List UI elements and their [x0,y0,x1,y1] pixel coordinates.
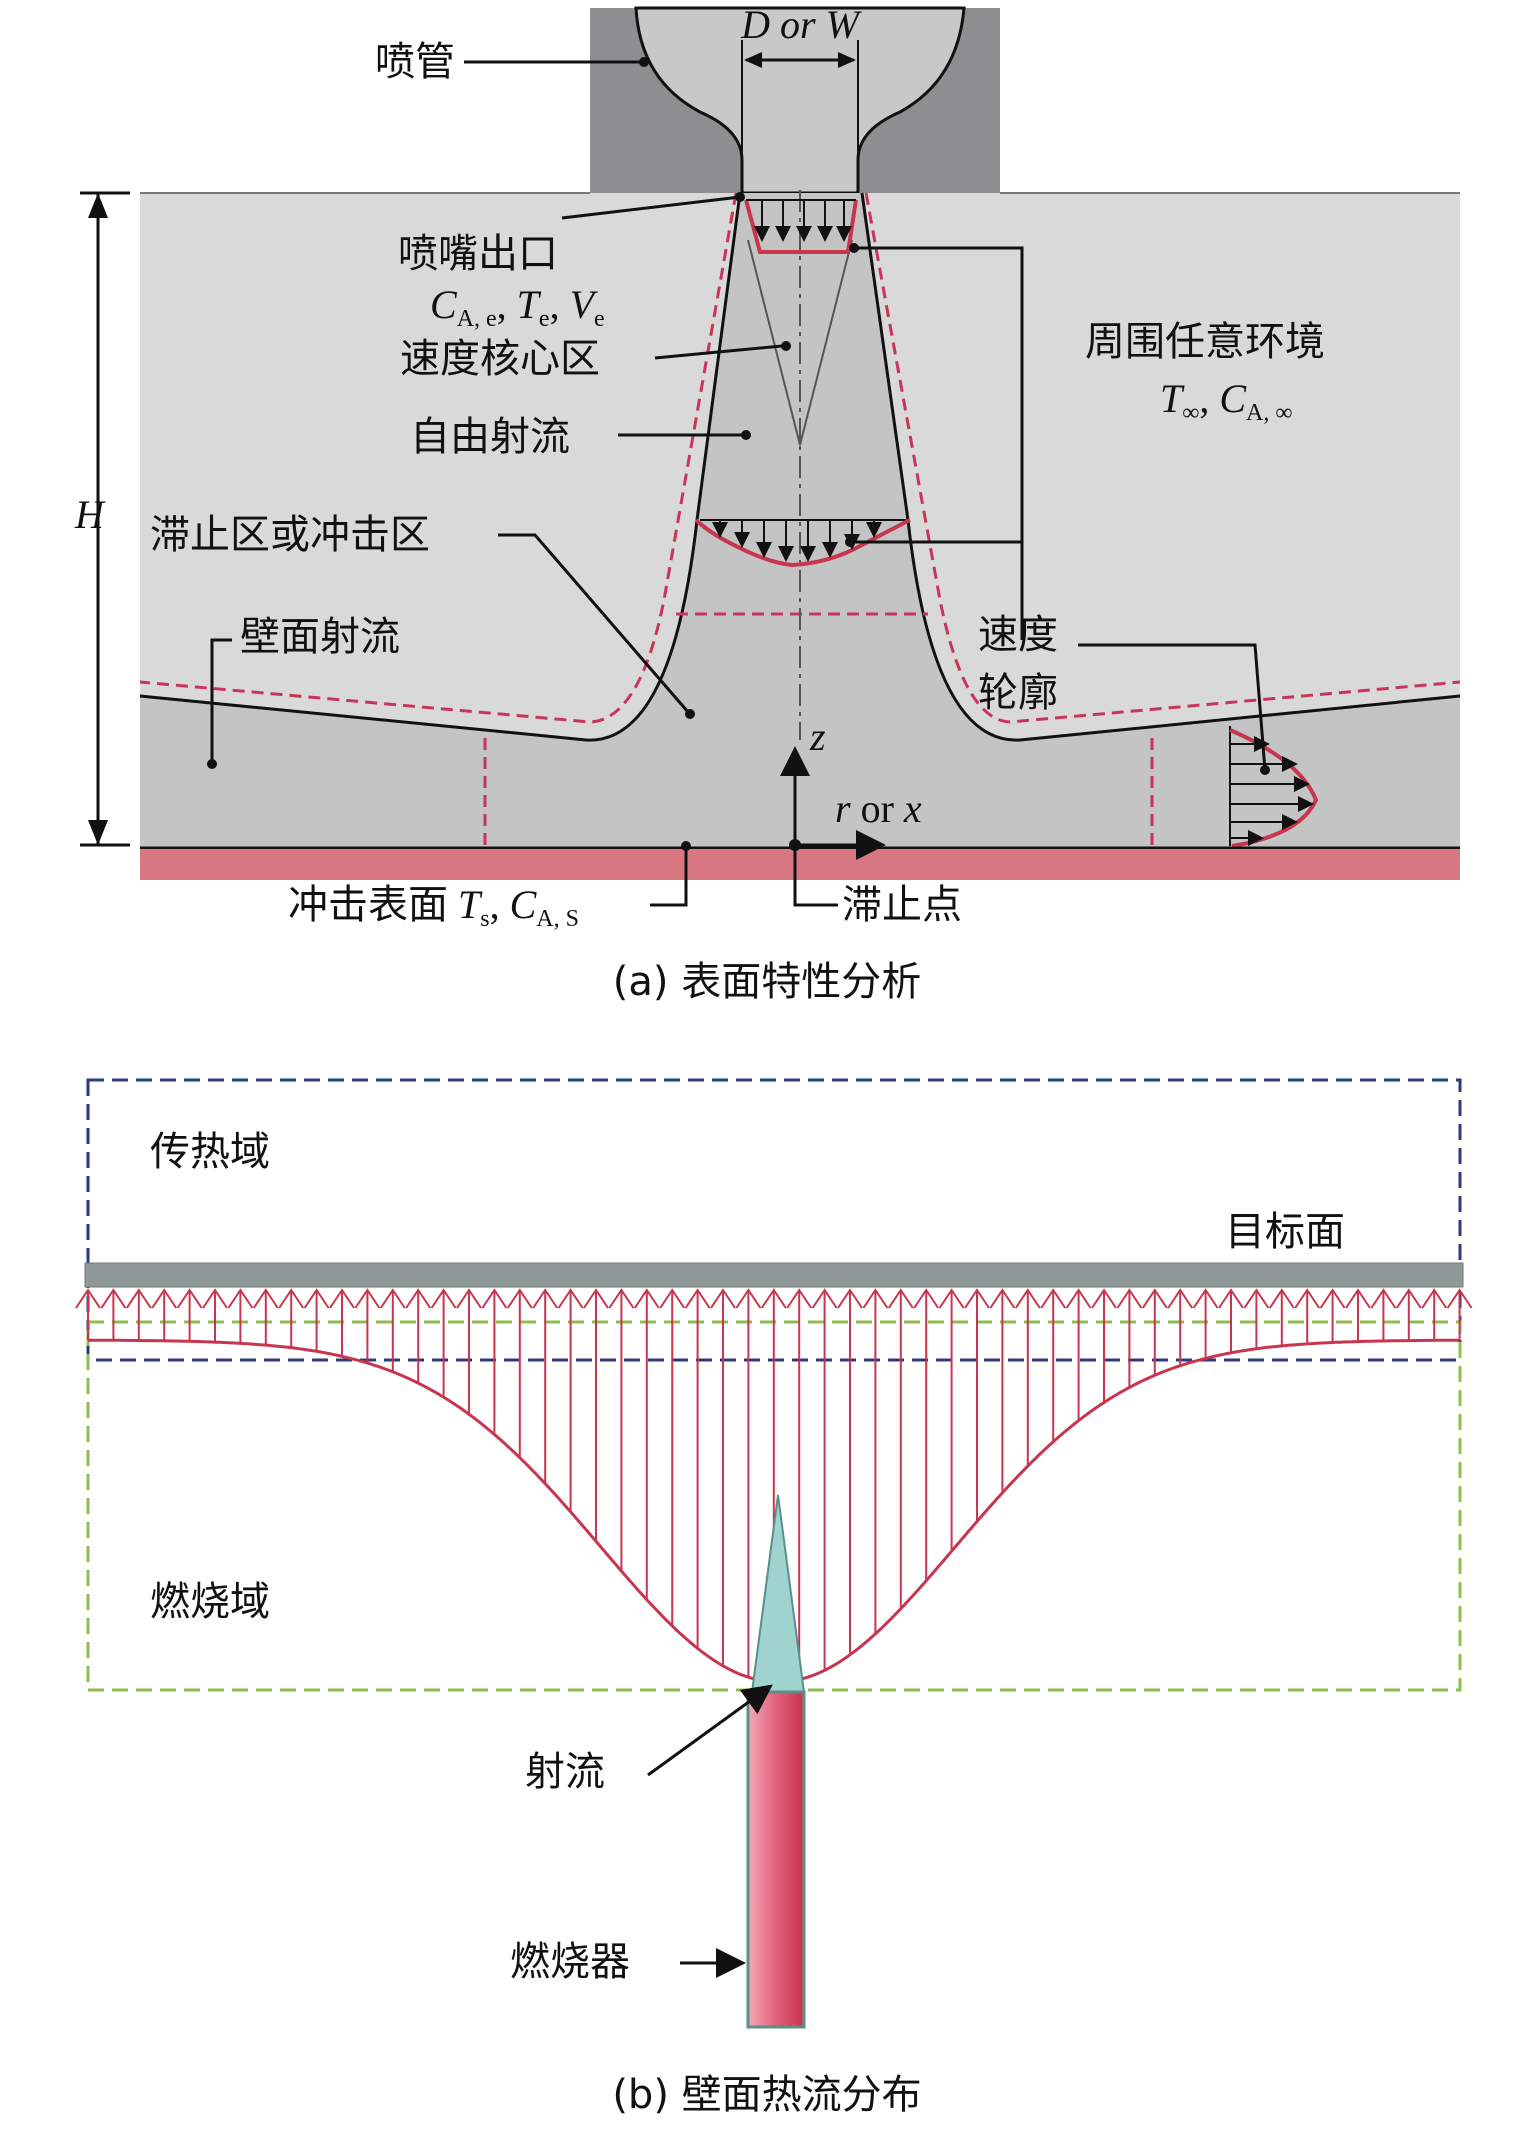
heat-flux-arrowhead [684,1288,711,1309]
heat-flux-arrowhead [760,1288,787,1309]
exit-velocity-profile [744,199,858,254]
heat-flux-arrowhead [252,1288,279,1309]
heat-flux-arrowhead [583,1288,609,1309]
jet-flame [750,1494,806,1693]
heat-flux-arrowhead [1268,1288,1295,1309]
heat-flux-arrowhead [329,1288,355,1309]
exit-velocity-arrows [754,200,852,242]
heat-flux-arrowhead [151,1288,178,1309]
heat-flux-arrowhead [913,1288,940,1309]
heat-flux-arrowhead [1091,1288,1117,1309]
heat-flux-arrowhead [354,1288,381,1309]
heat-flux-arrowhead [633,1288,660,1309]
heat-flux-arrowhead [1345,1288,1371,1309]
wall-jet-label: 壁面射流 [240,614,400,660]
combustion-domain-label: 燃烧域 [150,1579,270,1625]
heat-flux-arrowhead [735,1288,762,1309]
heat-flux-arrowhead [379,1288,406,1309]
caption-a: (a) 表面特性分析 [613,959,921,1005]
heat-transfer-domain-label: 传热域 [150,1129,270,1175]
free-jet-label: 自由射流 [410,414,570,460]
heat-flux-arrowhead [710,1288,736,1309]
heat-flux-arrowhead [1446,1288,1473,1309]
jet-label: 射流 [525,1749,605,1795]
jet-dashed-boundary-left [139,192,738,724]
target-surface [84,1262,1464,1288]
heat-flux-arrowhead [278,1288,305,1309]
heat-flux-arrowhead [1319,1288,1346,1309]
heat-flux-arrowhead [1294,1288,1321,1309]
heat-flux-arrowhead [1116,1288,1143,1309]
heat-flux-arrowhead [862,1288,889,1309]
heat-flux-arrowhead [1243,1288,1270,1309]
ambient-conditions-label: T∞, CA, ∞ [1160,376,1293,426]
caption-b: (b) 壁面热流分布 [612,2072,921,2118]
heat-flux-arrowhead [608,1288,635,1309]
heat-flux-arrowhead [1370,1288,1397,1309]
jet-dashed-boundary-right [864,192,1461,724]
velocity-profile-label-line1: 速度 [978,612,1058,658]
stagnation-zone-label: 滞止区或冲击区 [150,512,430,558]
heat-flux-arrowhead [837,1288,863,1309]
heat-flux-arrowhead [1014,1288,1041,1309]
heat-flux-arrowhead [1395,1288,1422,1309]
heat-flux-arrowhead [989,1288,1016,1309]
heat-flux-arrowhead [430,1288,457,1309]
wall-velocity-arrows [1230,736,1314,846]
heat-flux-arrowhead [1065,1288,1092,1309]
exit-conditions-label: CA, e, Te, Ve [430,282,605,332]
heat-flux-arrowhead [938,1288,965,1309]
heat-flux-arrowhead [456,1288,482,1309]
heat-flux-arrowhead [202,1288,228,1309]
heat-flux-arrowhead [659,1288,686,1309]
potential-core-label: 速度核心区 [400,336,600,382]
heat-flux-arrowhead [811,1288,838,1309]
heat-flux-arrowhead [786,1288,813,1309]
heat-flux-arrowhead [887,1288,914,1309]
r-axis-label: r or x [835,786,922,831]
nozzle-width-label: D or W [740,2,862,47]
burner-label: 燃烧器 [510,1939,630,1985]
heat-flux-arrowhead [405,1288,432,1309]
nozzle-label: 喷管 [375,39,455,85]
heat-flux-arrowhead [1141,1288,1168,1309]
heat-flux-arrowhead [964,1288,990,1309]
heat-flux-arrowhead [481,1288,508,1309]
jet-outline [139,192,742,742]
heat-flux-arrowhead [532,1288,559,1309]
heat-flux-arrowhead [557,1288,584,1309]
heat-flux-arrowhead [176,1288,203,1309]
impingement-surface [140,849,1460,880]
heat-flux-arrowhead [506,1288,533,1309]
velocity-profile-label-line2: 轮廓 [978,670,1058,716]
heat-flux-arrowhead [125,1288,152,1309]
heat-flux-arrowhead [1421,1288,1448,1309]
nozzle-exit-label: 喷嘴出口 [398,231,558,277]
panel-b: 传热域 目标面 燃烧域 射流 燃烧器 (b) 壁面热流分布 [75,1078,1473,2118]
heat-flux-arrowhead [100,1288,127,1309]
panel-a: H D or W 喷管 喷嘴出口 CA, e, Te, Ve 速度核心区 自由射… [74,2,1461,1005]
heat-flux-arrowhead [1040,1288,1067,1309]
burner [746,1690,806,2029]
target-surface-label: 目标面 [1225,1209,1345,1255]
heat-flux-arrowhead [303,1288,330,1309]
ambient-label: 周围任意环境 [1085,319,1325,365]
heat-flux-arrowhead [1167,1288,1194,1309]
heat-flux-arrowhead [1218,1288,1244,1309]
heat-flux-arrowhead [1192,1288,1219,1309]
surface-label: 冲击表面 Ts, CA, S [288,882,579,932]
stagnation-point-label: 滞止点 [842,882,962,928]
jet-outline-right [860,192,1461,742]
heat-flux-arrowhead [227,1288,254,1309]
height-label: H [74,492,106,537]
z-axis-label: z [809,714,826,759]
potential-core-lines [747,239,853,446]
heat-flux-arrowhead [75,1288,101,1309]
heat-flux-distribution [75,1288,1473,1684]
